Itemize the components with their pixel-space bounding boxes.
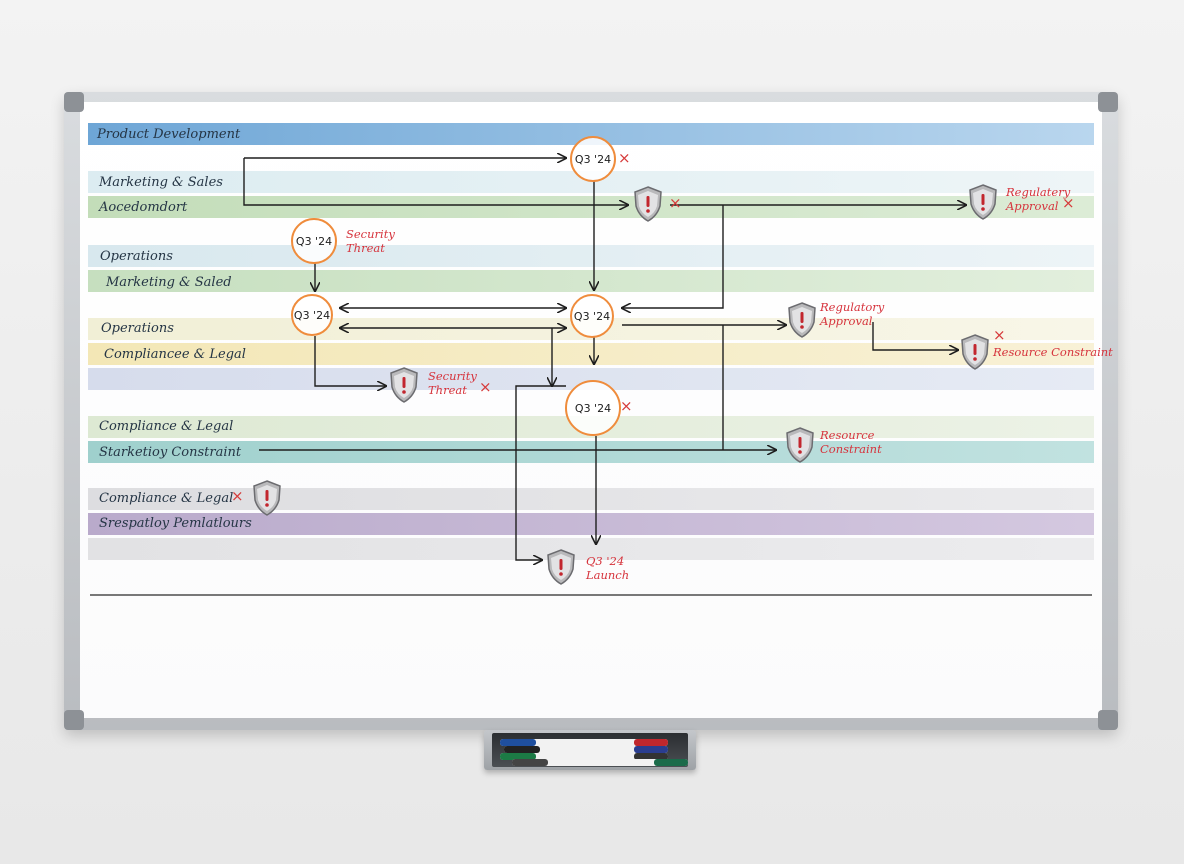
milestone-circle-top: Q3 '24	[570, 136, 616, 182]
annotation-launch: Q3 '24 Launch	[586, 554, 630, 582]
frame-corner	[1098, 92, 1118, 112]
lane-label-operations-2: Operations	[101, 321, 174, 336]
lane-label-operations: Operations	[100, 249, 173, 264]
lane-label-starketioy-constraint: Starketioy Constraint	[99, 445, 242, 460]
shield-warning-icon	[786, 427, 814, 463]
rejected-x-mark: ×	[669, 194, 682, 212]
annotation-resource-constraint-2: Resource Constraint	[820, 428, 882, 456]
rejected-x-mark: ×	[993, 326, 1006, 344]
lane-band	[88, 488, 1094, 510]
annotation-regulatory-approval-2: Regulatory Approval	[820, 300, 885, 328]
shield-warning-icon	[634, 186, 662, 222]
marker-tray-well	[492, 733, 688, 767]
lane-band	[88, 441, 1094, 463]
blue-marker[interactable]	[500, 739, 668, 746]
lane-band	[88, 123, 1094, 145]
annotation-regulatory-approval: Regulatery Approval	[1006, 185, 1071, 213]
shield-warning-icon	[961, 334, 989, 370]
lane-band	[88, 368, 1094, 390]
connector	[243, 158, 628, 205]
annotation-security-threat: Security Threat	[346, 227, 395, 255]
shield-warning-icon	[788, 302, 816, 338]
milestone-circle-left-middle: Q3 '24	[291, 294, 333, 336]
lane-label-marketing-saled: Marketing & Saled	[106, 275, 232, 290]
connector	[314, 336, 386, 386]
lane-band	[88, 270, 1094, 292]
lane-label-compliance-legal-2: Compliance & Legal	[99, 419, 234, 434]
black-marker[interactable]	[504, 746, 668, 753]
frame-corner	[64, 710, 84, 730]
marker-tray	[484, 730, 696, 770]
lane-label-compliance-legal-3: Compliance & Legal	[99, 491, 234, 506]
shield-warning-icon	[390, 367, 418, 403]
lane-band	[88, 538, 1094, 560]
rejected-x-mark: ×	[1062, 194, 1075, 212]
shield-warning-icon	[969, 184, 997, 220]
milestone-circle-lower: Q3 '24	[565, 380, 621, 436]
lane-label-marketing-sales: Marketing & Sales	[99, 175, 223, 190]
milestone-circle-center: Q3 '24	[570, 294, 614, 338]
frame-corner	[64, 92, 84, 112]
frame-corner	[1098, 710, 1118, 730]
annotation-resource-constraint: Resource Constraint	[993, 345, 1113, 359]
annotation-security-threat-2: Security Threat	[428, 369, 477, 397]
rejected-x-mark: ×	[231, 487, 244, 505]
connector	[622, 205, 724, 308]
grey-marker[interactable]	[512, 759, 688, 766]
lane-band	[88, 196, 1094, 218]
lane-band	[88, 171, 1094, 193]
milestone-circle-left-upper: Q3 '24	[291, 218, 337, 264]
connector	[515, 385, 566, 560]
rejected-x-mark: ×	[618, 149, 631, 167]
lane-band	[88, 343, 1094, 365]
lane-label-srespatloy-pemlatlours: Srespatloy Pemlatlours	[99, 516, 252, 531]
lane-band	[88, 245, 1094, 267]
lane-label-aocedomdort: Aocedomdort	[99, 200, 188, 215]
rejected-x-mark: ×	[620, 397, 633, 415]
lane-label-compliance-legal: Compliancee & Legal	[104, 347, 246, 362]
connector	[872, 322, 958, 350]
shield-warning-icon	[547, 549, 575, 585]
shield-warning-icon	[253, 480, 281, 516]
green-marker[interactable]	[500, 753, 668, 760]
rejected-x-mark: ×	[479, 378, 492, 396]
lane-label-product-development: Product Development	[97, 127, 241, 142]
lane-band	[88, 513, 1094, 535]
